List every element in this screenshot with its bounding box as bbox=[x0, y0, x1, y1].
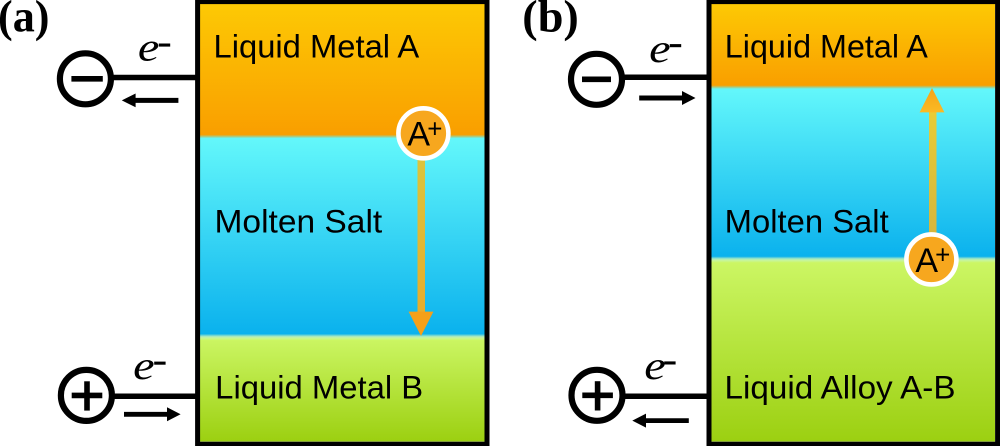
svg-text:A: A bbox=[915, 242, 938, 280]
svg-text:e: e bbox=[644, 343, 666, 388]
svg-text:A: A bbox=[407, 116, 430, 154]
svg-text:(b): (b) bbox=[522, 0, 579, 42]
svg-text:Liquid Metal A: Liquid Metal A bbox=[214, 29, 420, 65]
svg-text:e: e bbox=[138, 25, 160, 70]
svg-text:+: + bbox=[427, 114, 442, 144]
svg-text:e: e bbox=[133, 343, 155, 388]
svg-text:Liquid Alloy A-B: Liquid Alloy A-B bbox=[725, 370, 956, 406]
svg-text:Molten Salt: Molten Salt bbox=[215, 204, 383, 240]
svg-text:Liquid Metal A: Liquid Metal A bbox=[725, 29, 929, 65]
svg-text:Molten Salt: Molten Salt bbox=[725, 204, 889, 240]
svg-text:Liquid Metal B: Liquid Metal B bbox=[215, 370, 423, 406]
svg-text:(a): (a) bbox=[0, 0, 50, 42]
svg-text:e: e bbox=[649, 26, 671, 71]
svg-text:+: + bbox=[935, 240, 950, 270]
